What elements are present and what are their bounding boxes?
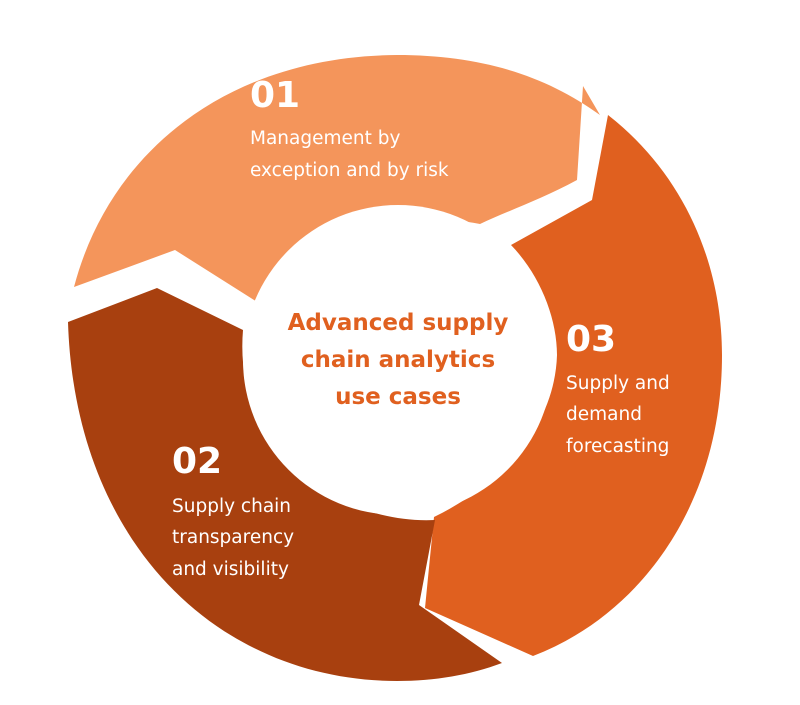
segment-02-line-1: Supply chain [172, 496, 291, 517]
segment-01-number: 01 [250, 75, 300, 116]
segment-01 [74, 55, 600, 305]
segment-02-line-2: transparency [172, 527, 294, 548]
segment-02-number: 02 [172, 441, 222, 482]
segment-02 [68, 288, 502, 681]
center-title-line-2: chain analytics [301, 347, 495, 373]
segment-01-line-2: exception and by risk [250, 160, 449, 181]
segment-03 [425, 115, 722, 656]
segment-02-line-3: and visibility [172, 559, 289, 580]
segment-01-line-1: Management by [250, 128, 400, 149]
segment-03-line-2: demand [566, 404, 642, 425]
segment-03-number: 03 [566, 319, 616, 360]
center-circle [243, 205, 553, 515]
center-title-line-1: Advanced supply [288, 310, 509, 336]
segment-03-line-3: forecasting [566, 436, 669, 457]
segment-03-line-1: Supply and [566, 373, 670, 394]
center-title-line-3: use cases [335, 384, 461, 410]
